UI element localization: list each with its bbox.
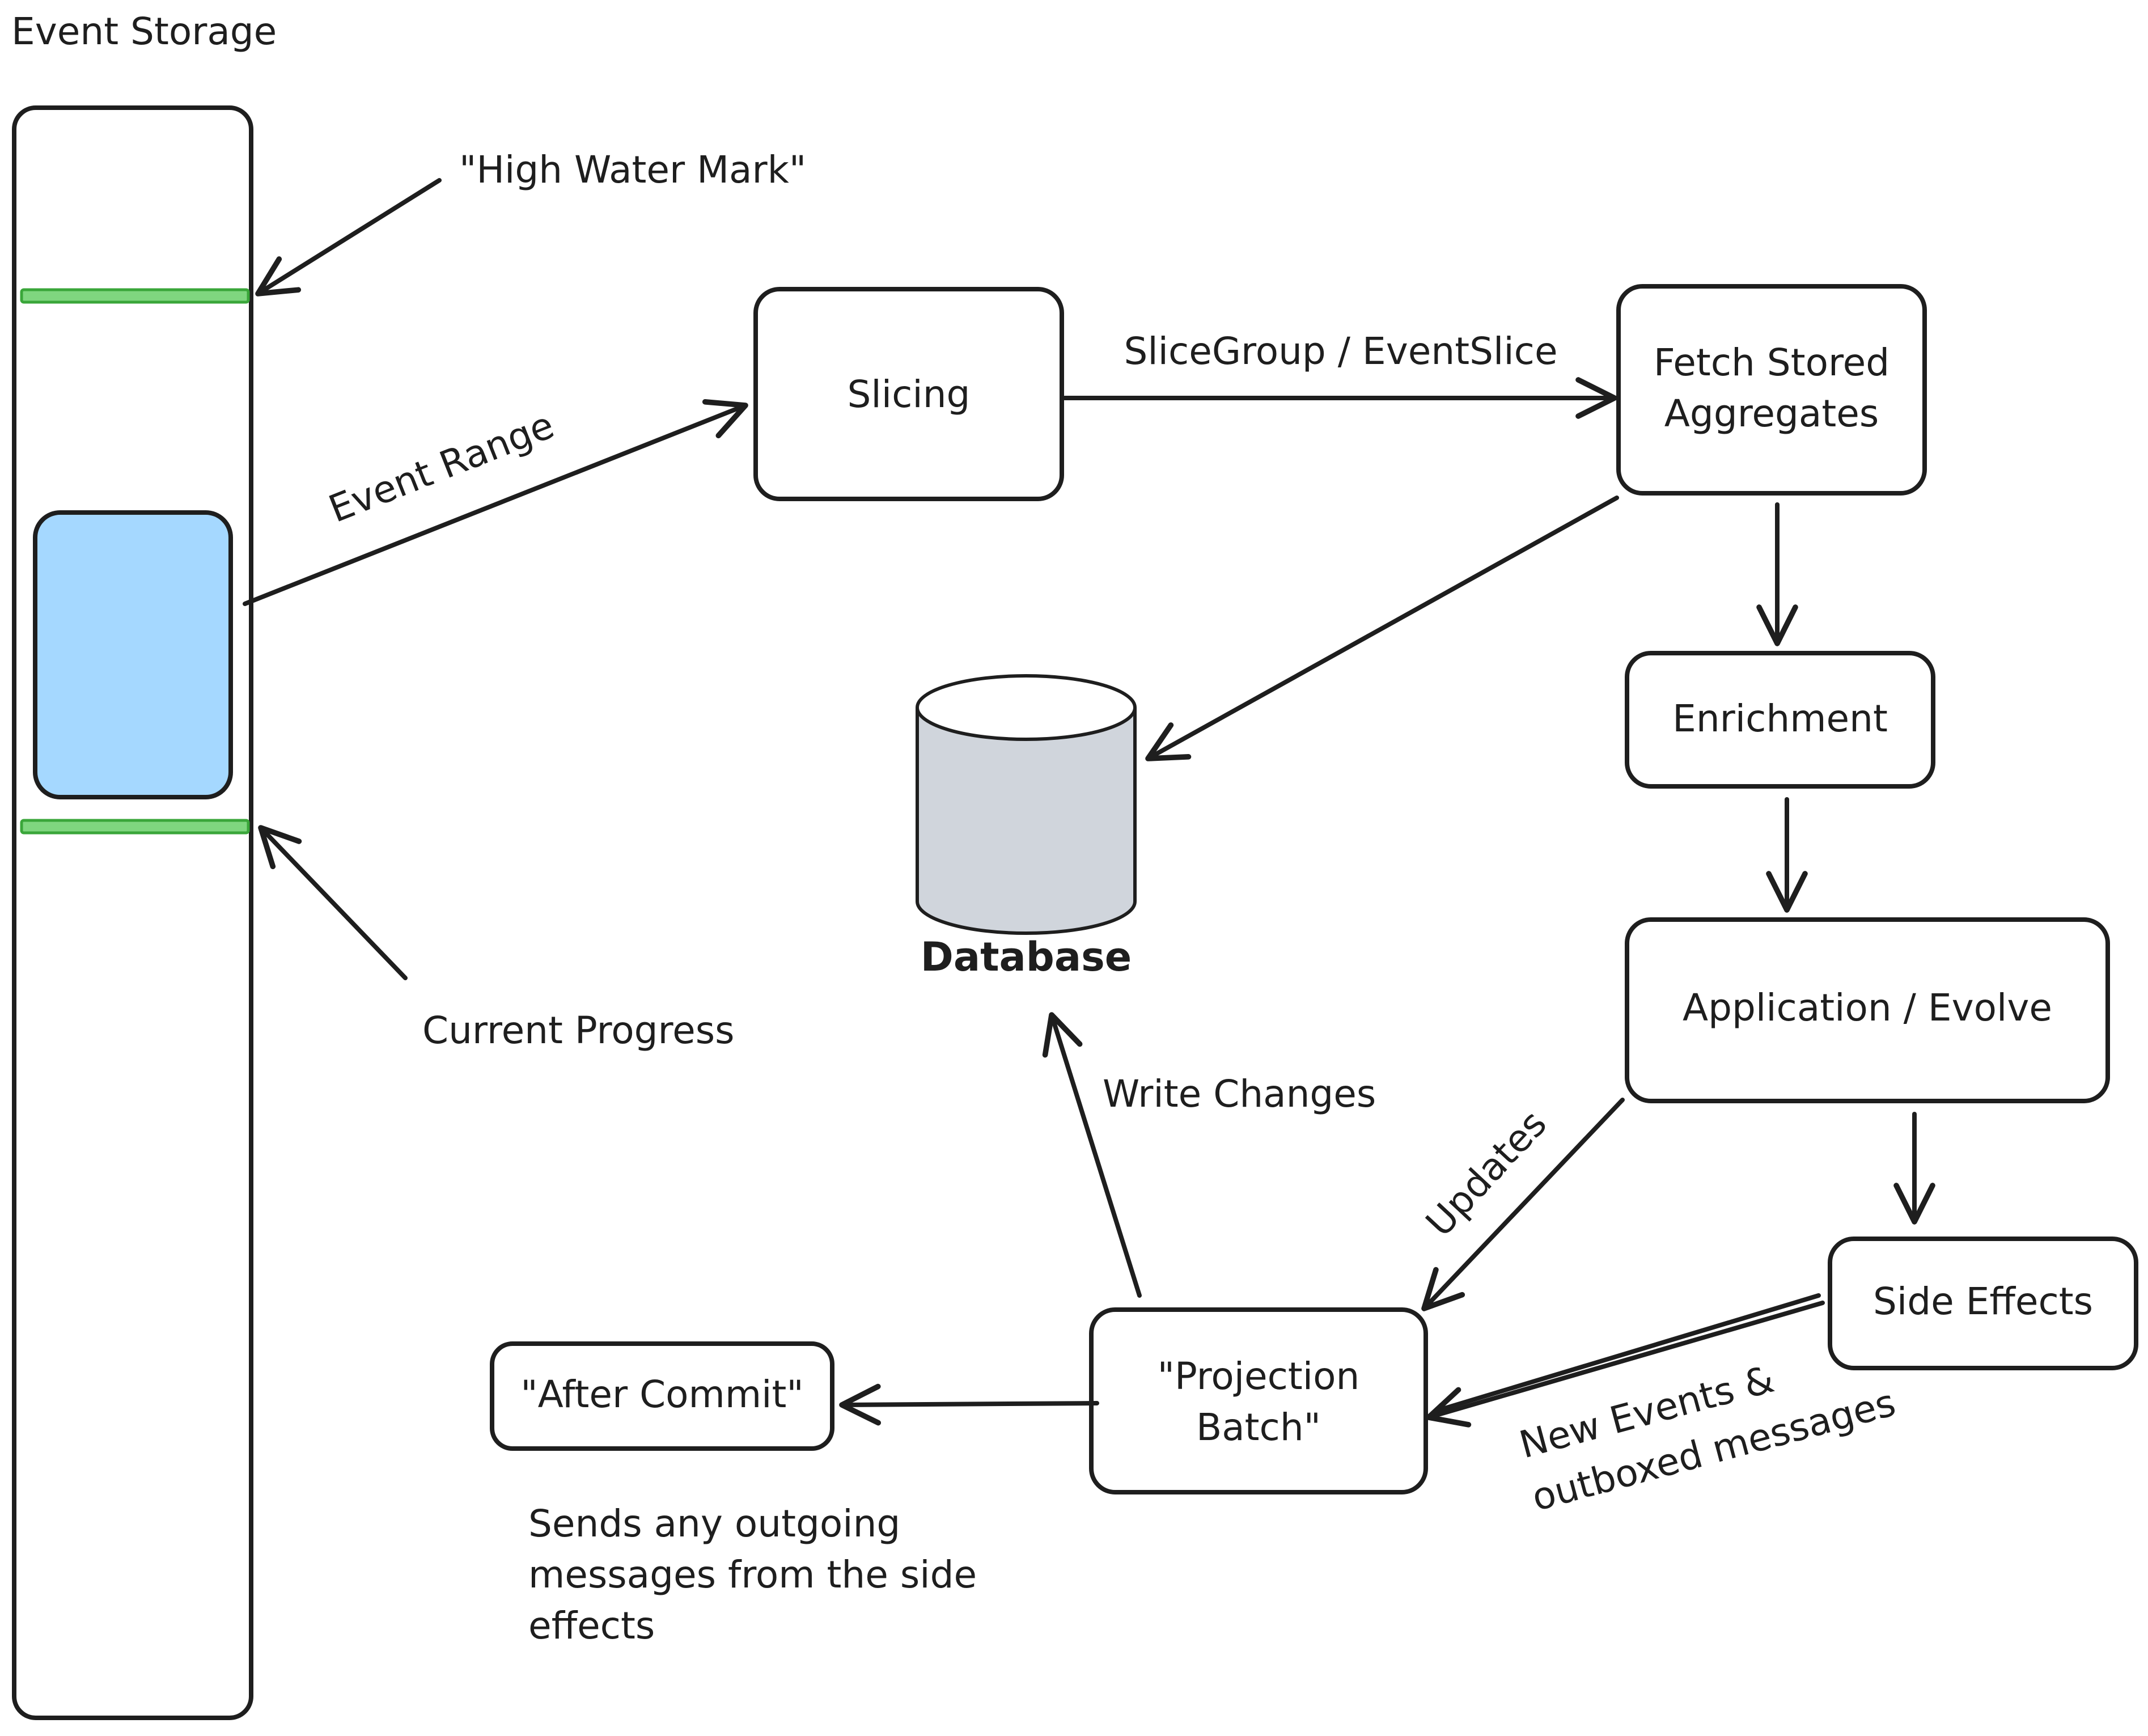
current-progress-label: Current Progress	[422, 1009, 735, 1052]
projection-batch-line2: Batch"	[1196, 1405, 1321, 1449]
event-storage-column	[12, 105, 253, 1720]
after-commit-note-line1: Sends any outgoing	[528, 1502, 900, 1546]
write-changes-arrow	[1042, 1012, 1142, 1298]
after-commit-note-line3: effects	[528, 1604, 655, 1648]
enrichment-label: Enrichment	[1672, 697, 1888, 740]
after-commit-node	[490, 1341, 834, 1451]
after-commit-arrow	[839, 1383, 1099, 1426]
event-storage-title: Event Storage	[11, 10, 277, 53]
new-events-arrow	[1426, 1301, 1825, 1428]
write-changes-label: Write Changes	[1103, 1072, 1376, 1116]
after-commit-note-line2: messages from the side	[528, 1553, 977, 1597]
application-evolve-node	[1625, 917, 2110, 1103]
application-evolve-label: Application / Evolve	[1683, 986, 2052, 1030]
current-progress-arrow	[258, 825, 408, 980]
enrichment-node	[1625, 651, 1935, 789]
slicing-node	[753, 287, 1064, 501]
slice-group-label: SliceGroup / EventSlice	[1124, 329, 1557, 373]
slicing-label: Slicing	[848, 372, 971, 416]
event-range-block	[33, 510, 233, 799]
fetch-to-database-arrow	[1145, 496, 1619, 761]
fetch-stored-aggregates-node	[1616, 284, 1927, 496]
side-effects-node	[1828, 1237, 2138, 1370]
updates-label: Updates	[1417, 1102, 1555, 1244]
database-label: Database	[921, 934, 1132, 980]
fetch-label-line2: Aggregates	[1664, 392, 1879, 435]
high-water-mark-label: "High Water Mark"	[459, 148, 806, 192]
side-effects-label: Side Effects	[1873, 1280, 2093, 1323]
projection-batch-node	[1089, 1307, 1428, 1494]
fetch-label-line1: Fetch Stored	[1654, 341, 1889, 384]
database-cylinder	[916, 674, 1137, 935]
high-water-mark-arrow	[255, 178, 442, 297]
new-events-arrow-echo	[1435, 1293, 1821, 1413]
high-water-mark-line	[20, 288, 250, 304]
projection-batch-line1: "Projection	[1158, 1354, 1360, 1398]
updates-arrow	[1421, 1098, 1625, 1311]
current-progress-line	[20, 819, 250, 835]
event-range-label: Event Range	[323, 403, 560, 531]
after-commit-label: "After Commit"	[520, 1373, 803, 1416]
event-range-arrow	[243, 399, 748, 606]
